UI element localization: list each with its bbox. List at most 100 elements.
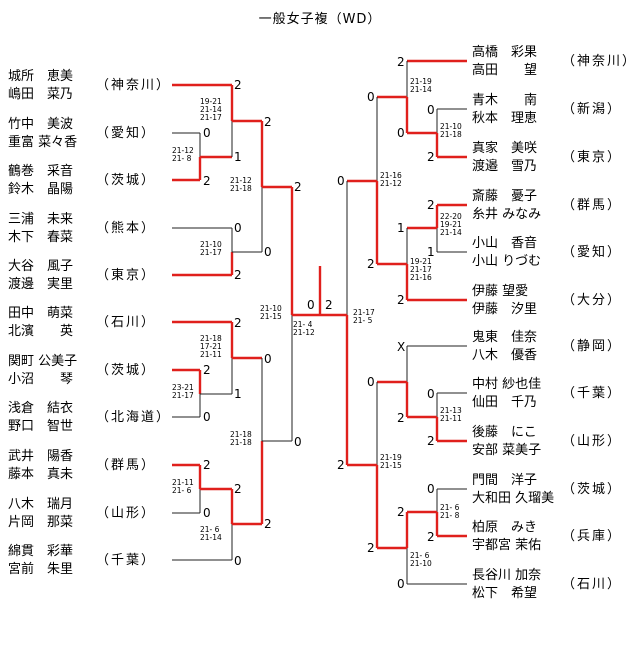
score: 0 <box>427 387 435 401</box>
prefecture-label: （群馬） <box>96 458 157 473</box>
score: 0 <box>367 375 375 389</box>
player-name: 渡邉 雪乃 <box>472 159 538 174</box>
prefecture-label: （神奈川） <box>96 78 172 93</box>
score: 0 <box>307 298 315 312</box>
player-name: 伊藤 汐里 <box>472 302 538 317</box>
prefecture-label: （山形） <box>96 506 157 521</box>
score: 2 <box>397 505 405 519</box>
player-name: 長谷川 加奈 <box>472 568 542 583</box>
player-name: 後藤 にこ <box>472 425 537 440</box>
score: 2 <box>397 411 405 425</box>
score: 0 <box>264 352 272 366</box>
score: 2 <box>427 150 435 164</box>
player-name: 田中 萌菜 <box>8 306 74 321</box>
player-name: 八木 瑞月 <box>8 497 74 512</box>
player-name: 仙田 千乃 <box>472 395 538 410</box>
player-name: 重富 菜々香 <box>8 135 78 150</box>
score: X <box>397 340 405 354</box>
prefecture-label: （千葉） <box>562 386 623 401</box>
right-scores: 2 0 0 2 0 2 1 1 2 2 0 X 0 0 2 2 2 0 2 2 … <box>337 55 435 591</box>
prefecture-label: （茨城） <box>96 363 157 378</box>
player-name: 関町 公美子 <box>8 354 78 369</box>
player-name: 武井 陽香 <box>8 449 74 464</box>
score: 1 <box>427 245 435 259</box>
prefecture-label: （東京） <box>562 150 623 165</box>
score: 2 <box>203 174 211 188</box>
player-name: 鶴巻 采音 <box>8 164 74 179</box>
score: 2 <box>427 434 435 448</box>
player-name: 藤本 真未 <box>8 467 74 482</box>
score: 1 <box>234 150 242 164</box>
score: 2 <box>397 55 405 69</box>
player-name: 中村 紗也佳 <box>472 377 542 392</box>
prefecture-label: （茨城） <box>562 482 623 497</box>
score: 0 <box>264 245 272 259</box>
score: 0 <box>427 103 435 117</box>
prefecture-label: （千葉） <box>96 553 157 568</box>
score: 1 <box>397 221 405 235</box>
player-name: 小山 りづむ <box>472 254 542 269</box>
score: 2 <box>367 257 375 271</box>
player-name: 斎藤 憂子 <box>472 189 538 204</box>
score: 2 <box>234 78 242 92</box>
player-name: 北濱 英 <box>8 324 74 339</box>
score: 2 <box>203 458 211 472</box>
player-name: 片岡 那菜 <box>8 515 74 530</box>
prefecture-label: （石川） <box>562 577 623 592</box>
player-name: 竹中 美波 <box>8 117 74 132</box>
score: 2 <box>264 517 272 531</box>
player-name: 鬼東 佳奈 <box>472 330 538 345</box>
prefecture-label: （新潟） <box>562 102 623 117</box>
prefecture-label: （静岡） <box>562 339 623 354</box>
player-name: 伊藤 望愛 <box>472 284 529 299</box>
player-name: 綿貫 彩華 <box>8 544 74 559</box>
player-name: 大谷 風子 <box>8 259 74 274</box>
player-name: 浅倉 結衣 <box>8 401 74 416</box>
prefecture-label: （熊本） <box>96 221 157 236</box>
score: 1 <box>234 387 242 401</box>
player-name: 真家 美咲 <box>472 141 538 156</box>
left-scores: 2 0 1 2 0 2 2 0 2 2 2 1 0 0 2 2 0 2 0 0 … <box>203 78 333 568</box>
prefecture-label: （茨城） <box>96 173 157 188</box>
prefecture-label: （愛知） <box>562 245 623 260</box>
player-name: 門間 洋子 <box>472 473 538 488</box>
score: 0 <box>234 221 242 235</box>
score: 2 <box>427 198 435 212</box>
prefecture-label: （愛知） <box>96 126 157 141</box>
player-name: 青木 南 <box>472 93 538 108</box>
prefecture-label: （北海道） <box>96 410 172 425</box>
player-name: 小山 香音 <box>472 236 538 251</box>
score: 0 <box>337 174 345 188</box>
player-name: 宮前 朱里 <box>8 562 74 577</box>
page-title: 一般女子複（WD） <box>258 12 382 27</box>
score: 2 <box>325 298 333 312</box>
score: 2 <box>234 482 242 496</box>
score: 2 <box>337 458 345 472</box>
prefecture-label: （大分） <box>562 293 623 308</box>
score: 2 <box>264 115 272 129</box>
score: 0 <box>203 410 211 424</box>
score: 0 <box>427 482 435 496</box>
score: 2 <box>367 541 375 555</box>
score: 2 <box>234 268 242 282</box>
score: 0 <box>294 435 302 449</box>
player-name: 鈴木 晶陽 <box>8 182 74 197</box>
player-name: 八木 優香 <box>472 348 538 363</box>
player-name: 高田 望 <box>472 63 538 78</box>
score: 0 <box>234 554 242 568</box>
